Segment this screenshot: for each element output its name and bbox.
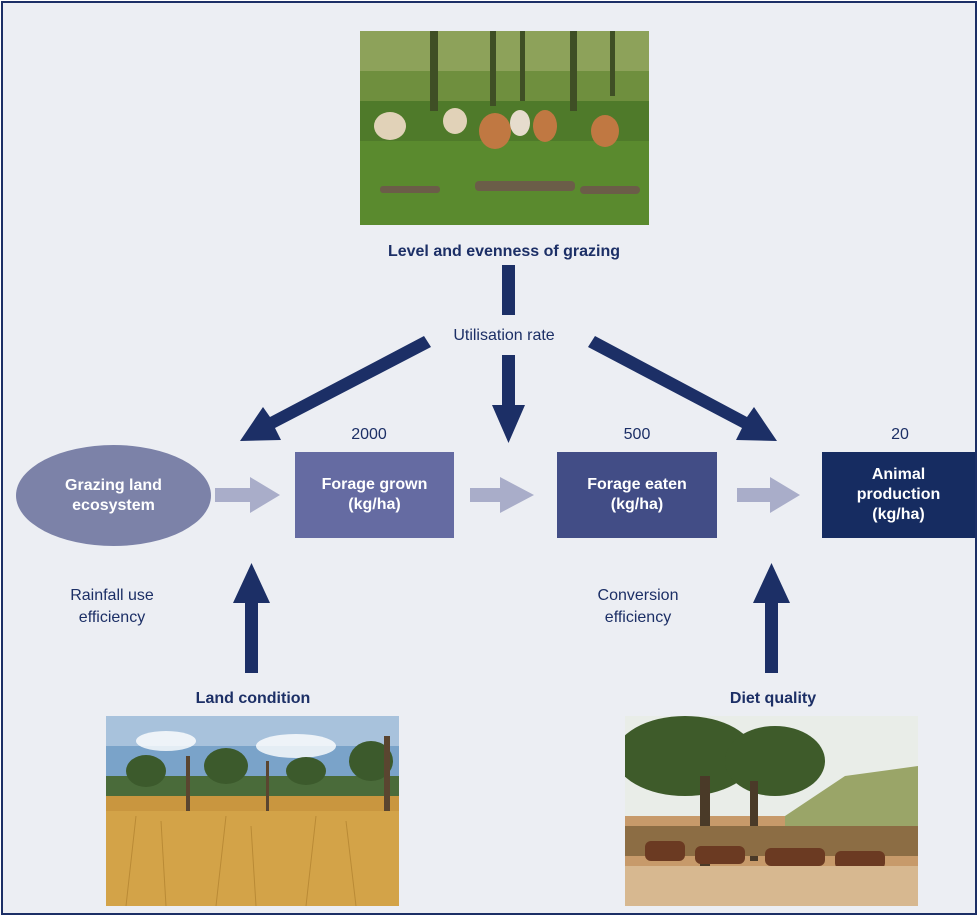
grazing-arrow-stem bbox=[502, 265, 515, 315]
animal-production-label: Animal production (kg/ha) bbox=[856, 466, 941, 523]
diet-quality-caption: Diet quality bbox=[729, 690, 817, 707]
animal-production-node: Animal production (kg/ha) bbox=[822, 452, 975, 538]
utilisation-arrow-right bbox=[588, 336, 777, 441]
forage-grown-node: Forage grown (kg/ha) bbox=[295, 452, 454, 538]
forage-eaten-label: Forage eaten (kg/ha) bbox=[587, 476, 687, 513]
land-condition-photo bbox=[106, 716, 399, 906]
grazing-level-caption: Level and evenness of grazing bbox=[387, 243, 621, 260]
diet-quality-photo bbox=[625, 716, 918, 906]
cattle-photo bbox=[360, 31, 649, 225]
land-condition-caption: Land condition bbox=[195, 690, 311, 707]
forage-grown-value: 2000 bbox=[351, 426, 387, 443]
rainfall-use-efficiency-label: Rainfall use efficiency bbox=[70, 587, 154, 626]
forage-eaten-node: Forage eaten (kg/ha) bbox=[557, 452, 717, 538]
utilisation-arrow-left bbox=[240, 336, 431, 441]
utilisation-arrow-center bbox=[492, 355, 525, 443]
forage-eaten-value: 500 bbox=[623, 426, 651, 443]
flow-arrow-2 bbox=[470, 477, 534, 513]
utilisation-rate-label: Utilisation rate bbox=[453, 327, 555, 344]
flow-arrow-1 bbox=[215, 477, 280, 513]
grazing-land-ecosystem-node: Grazing land ecosystem bbox=[16, 445, 211, 546]
animal-production-value: 20 bbox=[891, 426, 909, 443]
forage-grown-label: Forage grown (kg/ha) bbox=[321, 476, 428, 513]
conversion-efficiency-label: Conversion efficiency bbox=[597, 587, 679, 626]
land-condition-arrow bbox=[233, 563, 270, 673]
grazing-land-ecosystem-label: Grazing land ecosystem bbox=[65, 476, 162, 514]
diet-quality-arrow bbox=[753, 563, 790, 673]
flow-arrow-3 bbox=[737, 477, 800, 513]
